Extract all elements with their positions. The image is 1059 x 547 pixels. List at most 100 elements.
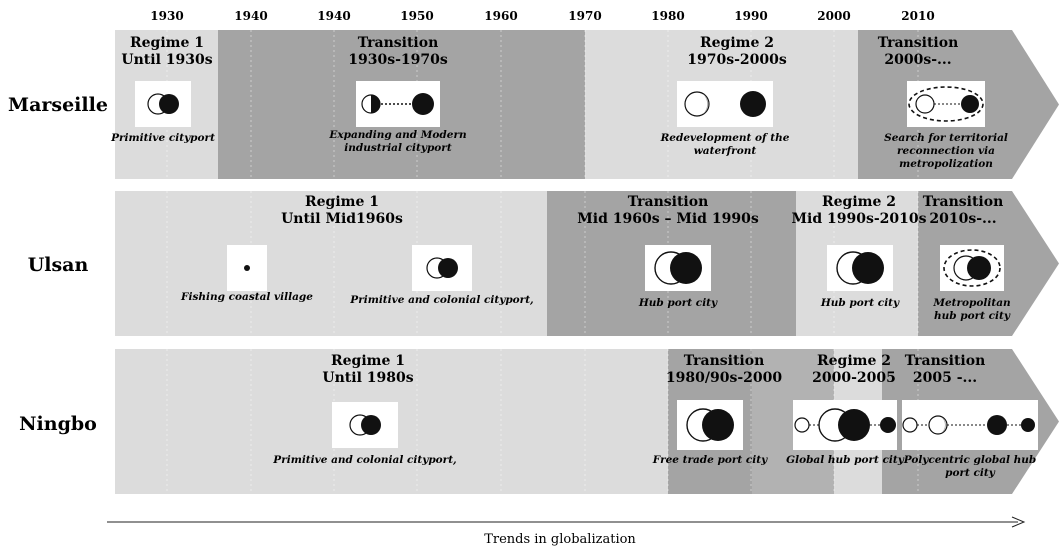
model-caption: hub port city [934,310,1011,322]
phase-period: 1930s-1970s [348,52,448,68]
small-settlement-dot [244,265,250,271]
model-caption: metropolization [899,158,993,170]
city-label-marseille: Marseille [8,94,108,116]
phase-period: 1980/90s-2000 [666,370,782,386]
model-caption: Primitive and colonial cityport, [272,454,456,466]
satellite-port [880,417,896,433]
phase-period: Mid 1990s-2010s [792,211,927,227]
year-label: 1970 [568,9,601,23]
model-caption: Redevelopment of the [660,132,790,144]
port-circle [852,252,884,284]
trend-arrow-head [1011,516,1026,528]
year-label: 1990 [734,9,767,23]
phase-segment [115,191,547,336]
model-caption: industrial cityport [344,142,452,154]
city-circle [915,94,935,114]
phase-title: Transition [878,35,959,51]
city-label-ningbo: Ningbo [19,413,97,435]
port-circle [412,93,434,115]
port-circle [361,415,381,435]
port-circle [702,409,734,441]
cityport-model-overlap-large: Hub port city [820,245,900,309]
phase-title: Regime 2 [700,35,774,51]
year-label: 1950 [400,9,433,23]
phase-period: Until 1930s [121,52,212,68]
port-circle [438,258,458,278]
model-caption: Global hub port city [786,454,905,466]
model-caption: Primitive cityport [110,132,215,144]
former-port-area [703,94,709,114]
phase-period: 2010s-... [929,211,996,227]
satellite-city [902,417,918,433]
cityport-model-overlap-large: Free trade port city [652,400,768,466]
model-caption: Polycentric global hub [903,454,1037,466]
year-label: 1930 [150,9,183,23]
trend-label: Trends in globalization [484,532,636,547]
model-caption: port city [945,467,996,479]
model-caption: reconnection via [897,145,995,157]
phase-period: Mid 1960s – Mid 1990s [577,211,759,227]
phase-title: Regime 1 [331,353,405,369]
year-label: 1940 [317,9,350,23]
port-circle [961,95,979,113]
satellite-city [794,417,810,433]
port-circle [967,256,991,280]
cityport-model-global-hub: Global hub port city [786,400,905,466]
phase-title: Regime 2 [817,353,891,369]
model-caption: Hub port city [638,297,718,309]
cityport-model-overlap-small: Primitive and colonial cityport, [349,245,534,306]
year-label: 2010 [901,9,934,23]
port-circle [838,409,870,441]
phase-period: 2000-2005 [812,370,896,386]
model-caption: Fishing coastal village [180,291,313,303]
phase-period: 1970s-2000s [687,52,787,68]
model-caption: Expanding and Modern [328,129,466,141]
phase-title: Transition [905,353,986,369]
model-caption: Search for territorial [884,132,1008,144]
year-axis: 1930 1940 1940 1950 1960 1970 1980 1990 2000 2010 [150,9,934,23]
year-label: 1960 [484,9,517,23]
year-label: 1940 [234,9,267,23]
cityport-model-overlap-small: Primitive and colonial cityport, [272,402,457,466]
model-caption: Free trade port city [652,454,768,466]
metropolitan-boundary [908,86,984,122]
phase-period: 2005 -... [913,370,977,386]
phase-title: Regime 1 [305,194,379,210]
phase-title: Transition [628,194,709,210]
model-caption: Primitive and colonial cityport, [349,294,533,306]
port-circle [670,252,702,284]
city-label-ulsan: Ulsan [28,254,89,276]
cityport-model-overlap-small: Primitive cityport [110,81,215,144]
port-half [371,95,380,113]
phase-period: 2000s-... [884,52,951,68]
phase-title: Regime 1 [130,35,204,51]
year-label: 2000 [817,9,850,23]
model-caption: waterfront [694,145,757,157]
satellite-port [1021,418,1035,432]
former-port-area [941,417,946,433]
phase-title: Regime 2 [822,194,896,210]
port-circle [987,415,1007,435]
phase-period: Until 1980s [322,370,413,386]
year-label: 1980 [651,9,684,23]
city-circle [928,415,948,435]
port-circle [159,94,179,114]
cityport-model-dot: Fishing coastal village [180,245,313,303]
phase-title: Transition [358,35,439,51]
city-circle [684,91,710,117]
cityport-model-overlap-large: Hub port city [638,245,718,309]
phase-period: Until Mid1960s [281,211,403,227]
globalization-trend-axis: Trends in globalization [107,516,1026,547]
metropolitan-boundary [943,249,1001,287]
port-circle [740,91,766,117]
phase-title: Transition [923,194,1004,210]
